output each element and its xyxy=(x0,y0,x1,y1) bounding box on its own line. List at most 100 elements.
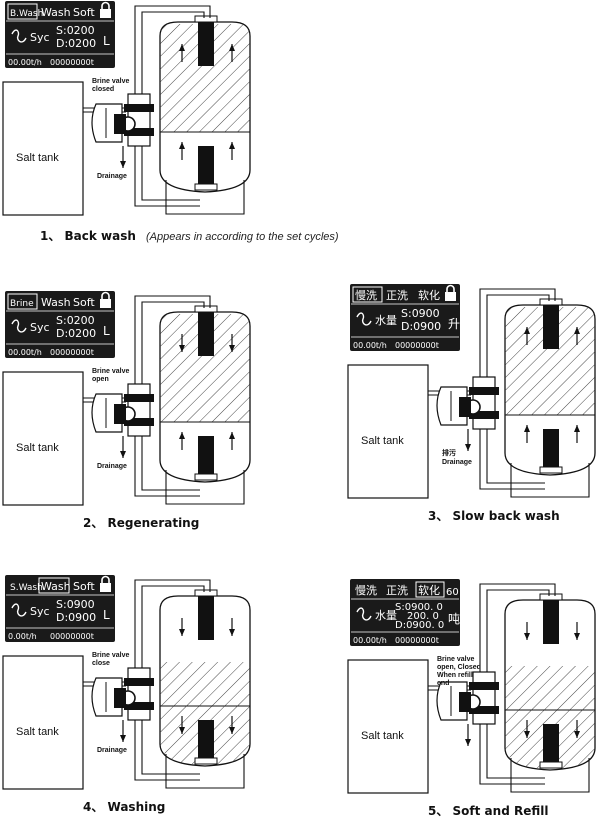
lower-distributor xyxy=(198,146,214,188)
lcd-d-value: D:0200 xyxy=(56,327,96,340)
tank-flow-arrow xyxy=(229,432,235,450)
flow-arrow-head xyxy=(179,727,185,734)
lock-icon-shackle xyxy=(101,575,110,583)
flow-arrow-head xyxy=(120,451,126,458)
drain-arrow xyxy=(465,724,471,746)
tank-flow-arrow xyxy=(524,622,530,640)
drain-arrow xyxy=(120,146,126,168)
resin-tank xyxy=(504,298,596,498)
lcd-d-value: D:0200 xyxy=(56,37,96,50)
bottom-pipe-outer xyxy=(134,436,200,497)
salt-tank-label: Salt tank xyxy=(16,152,59,164)
tank-flow-arrow xyxy=(524,425,530,443)
tank-flow-arrow xyxy=(574,327,580,345)
tank-flow-arrow xyxy=(524,327,530,345)
upper-distributor xyxy=(543,303,559,349)
brine-valve-note: close xyxy=(92,660,110,667)
lower-fitting xyxy=(539,466,563,474)
tank-flow-arrow xyxy=(524,720,530,738)
control-valve xyxy=(91,667,154,721)
resin-tank-stand xyxy=(165,470,245,505)
valve-clamp xyxy=(124,418,154,426)
flow-arrow-head xyxy=(179,44,185,51)
valve-clamp xyxy=(469,682,499,690)
salt-tank-label: Salt tank xyxy=(361,435,404,447)
wave-icon xyxy=(11,319,27,333)
lcd-total-volume: 00000000t xyxy=(395,636,439,645)
lcd-tab-active-outline xyxy=(352,286,383,303)
tank-flow-arrow xyxy=(229,44,235,62)
brine-valve-note: end xyxy=(437,680,449,687)
lcd-tab-2: Soft xyxy=(73,580,95,593)
flow-arrow-head xyxy=(179,432,185,439)
drainage-label: Drainage xyxy=(97,747,127,754)
salt-tank-label: Salt tank xyxy=(16,726,59,738)
lcd-unit: 吨 xyxy=(448,612,460,626)
lower-distributor xyxy=(198,436,214,478)
lock-icon-shackle xyxy=(101,291,110,299)
lcd-tab-active-outline xyxy=(7,293,38,310)
valve-clamp xyxy=(469,411,499,419)
flow-arrow-head xyxy=(524,425,530,432)
valve-clamp xyxy=(124,678,154,686)
lock-icon-shackle xyxy=(446,284,455,292)
resin-tank xyxy=(159,305,251,505)
valve-clamp xyxy=(469,387,499,395)
wave-icon xyxy=(11,29,27,43)
lcd-cycle-label: 水量 xyxy=(375,609,397,622)
bypass-pipes xyxy=(134,295,211,497)
salt-tank-label: Salt tank xyxy=(361,730,404,742)
flow-arrow-head xyxy=(524,633,530,640)
flow-arrow-head xyxy=(229,345,235,352)
lock-icon-shackle xyxy=(101,1,110,9)
flow-arrow-head xyxy=(179,142,185,149)
tank-flow-arrow xyxy=(179,716,185,734)
lcd-s-value: S:0200 xyxy=(56,24,95,37)
drainage-label: 排污 xyxy=(442,448,456,457)
drain-arrow xyxy=(465,429,471,451)
lcd-flow-rate: 00.00t/h xyxy=(8,348,42,357)
lcd-s-value: S:0900 xyxy=(56,598,95,611)
lcd-s-value: S:0900 xyxy=(401,307,440,320)
brine-valve-note: open, Closed xyxy=(437,664,481,671)
lcd-tab-2: Soft xyxy=(73,296,95,309)
lcd-frame xyxy=(350,579,460,646)
top-pipe-inner xyxy=(486,589,550,672)
lower-distributor xyxy=(543,429,559,471)
upper-fitting xyxy=(194,305,218,313)
flow-arrow-head xyxy=(120,735,126,742)
lcd-tab-0: B.Wash xyxy=(10,9,43,19)
bypass-pipes xyxy=(134,5,211,207)
brine-valve-note: Brine valve xyxy=(92,368,129,375)
lcd-frame xyxy=(5,575,115,642)
valve-gear xyxy=(114,688,126,708)
top-pipe-inner xyxy=(141,585,205,668)
lcd-tab-2: 软化 xyxy=(418,583,440,597)
top-pipe-inner xyxy=(141,11,205,94)
top-pipe-outer xyxy=(134,5,211,94)
flow-arrow-head xyxy=(574,731,580,738)
flow-arrow-head xyxy=(574,327,580,334)
lcd-flow-rate: 00.00t/h xyxy=(353,341,387,350)
salt-tank xyxy=(347,364,429,499)
lcd-tab-active-outline xyxy=(415,581,445,598)
valve-clamp xyxy=(469,706,499,714)
resin-tank-stand xyxy=(165,180,245,215)
lcd-tab-1: 正洗 xyxy=(386,289,408,302)
lcd-unit: L xyxy=(103,34,110,48)
upper-distributor xyxy=(198,594,214,640)
upper-fitting xyxy=(539,298,563,306)
lcd-unit: L xyxy=(103,608,110,622)
bottom-pipe-inner xyxy=(141,146,200,201)
flow-arrow-head xyxy=(465,444,471,451)
lcd-tab-1: Wash xyxy=(41,580,71,593)
lcd-cycle-label: Syc xyxy=(30,31,50,44)
step-caption: 5、 Soft and Refill xyxy=(428,804,548,818)
bottom-pipe-outer xyxy=(479,429,545,490)
